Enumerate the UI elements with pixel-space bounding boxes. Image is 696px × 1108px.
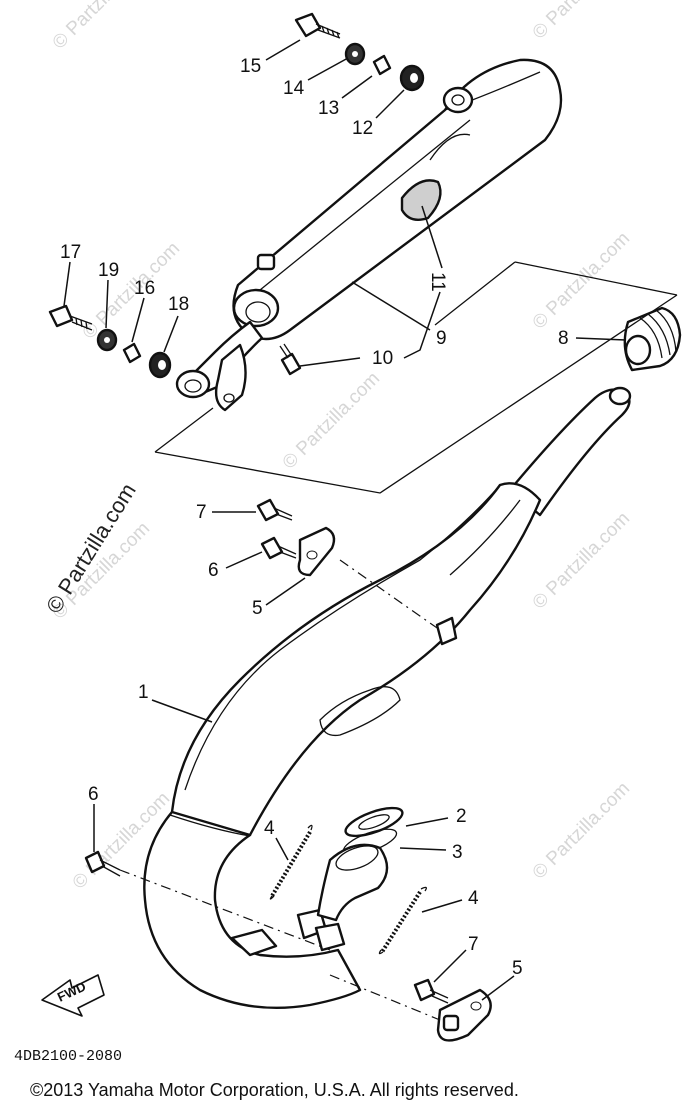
callout-7-upper: 7 <box>196 502 207 523</box>
watermark: © Partzilla.com <box>529 778 634 883</box>
callout-19: 19 <box>98 260 119 281</box>
drawing-code: 4DB2100-2080 <box>14 1048 122 1065</box>
callout-10: 10 <box>372 348 393 369</box>
callout-11: 11 <box>427 272 448 292</box>
left-mount-hardware <box>48 304 172 379</box>
watermark: © Partzilla.com <box>529 228 634 333</box>
watermark: © Partzilla.com <box>279 368 384 473</box>
callout-16: 16 <box>134 278 155 299</box>
callout-12: 12 <box>352 118 373 139</box>
callout-7-lower: 7 <box>468 934 479 955</box>
watermark: © Partzilla.com <box>529 0 634 44</box>
fwd-arrow: FWD <box>41 974 105 1017</box>
copyright-notice: ©2013 Yamaha Motor Corporation, U.S.A. A… <box>30 1080 519 1100</box>
callout-2: 2 <box>456 806 467 827</box>
callout-5-upper: 5 <box>252 598 263 619</box>
callouts: 15 14 13 12 11 17 19 16 18 9 10 8 7 6 5 … <box>60 56 569 979</box>
centerlines <box>119 559 441 1021</box>
joint-sleeve-8 <box>623 306 682 372</box>
mid-mount-hardware <box>256 498 336 577</box>
callout-15: 15 <box>240 56 261 77</box>
callout-13: 13 <box>318 98 339 119</box>
callout-4-right: 4 <box>468 888 479 909</box>
callout-4-left: 4 <box>264 818 275 839</box>
silencer <box>175 58 563 412</box>
callout-6-lower: 6 <box>88 784 99 805</box>
callout-6-upper: 6 <box>208 560 219 581</box>
watermark: © Partzilla.com <box>49 0 154 54</box>
callout-9: 9 <box>436 328 447 349</box>
bolt-10 <box>280 352 302 376</box>
callout-18: 18 <box>168 294 189 315</box>
exhaust-flange-parts <box>316 806 404 922</box>
callout-17: 17 <box>60 242 81 263</box>
callout-8: 8 <box>558 328 569 349</box>
callout-3: 3 <box>452 842 463 863</box>
leader-lines <box>63 39 627 1001</box>
lower-mount-hardware <box>84 850 492 1042</box>
callout-5-lower: 5 <box>512 958 523 979</box>
watermark: © Partzilla.com <box>79 238 184 343</box>
upper-mount-hardware <box>294 12 425 92</box>
expansion-chamber <box>143 386 632 1010</box>
springs <box>269 824 427 955</box>
callout-14: 14 <box>283 78 305 99</box>
callout-1: 1 <box>138 682 149 703</box>
silencer-group-box <box>154 261 678 494</box>
watermark: © Partzilla.com <box>529 508 634 613</box>
